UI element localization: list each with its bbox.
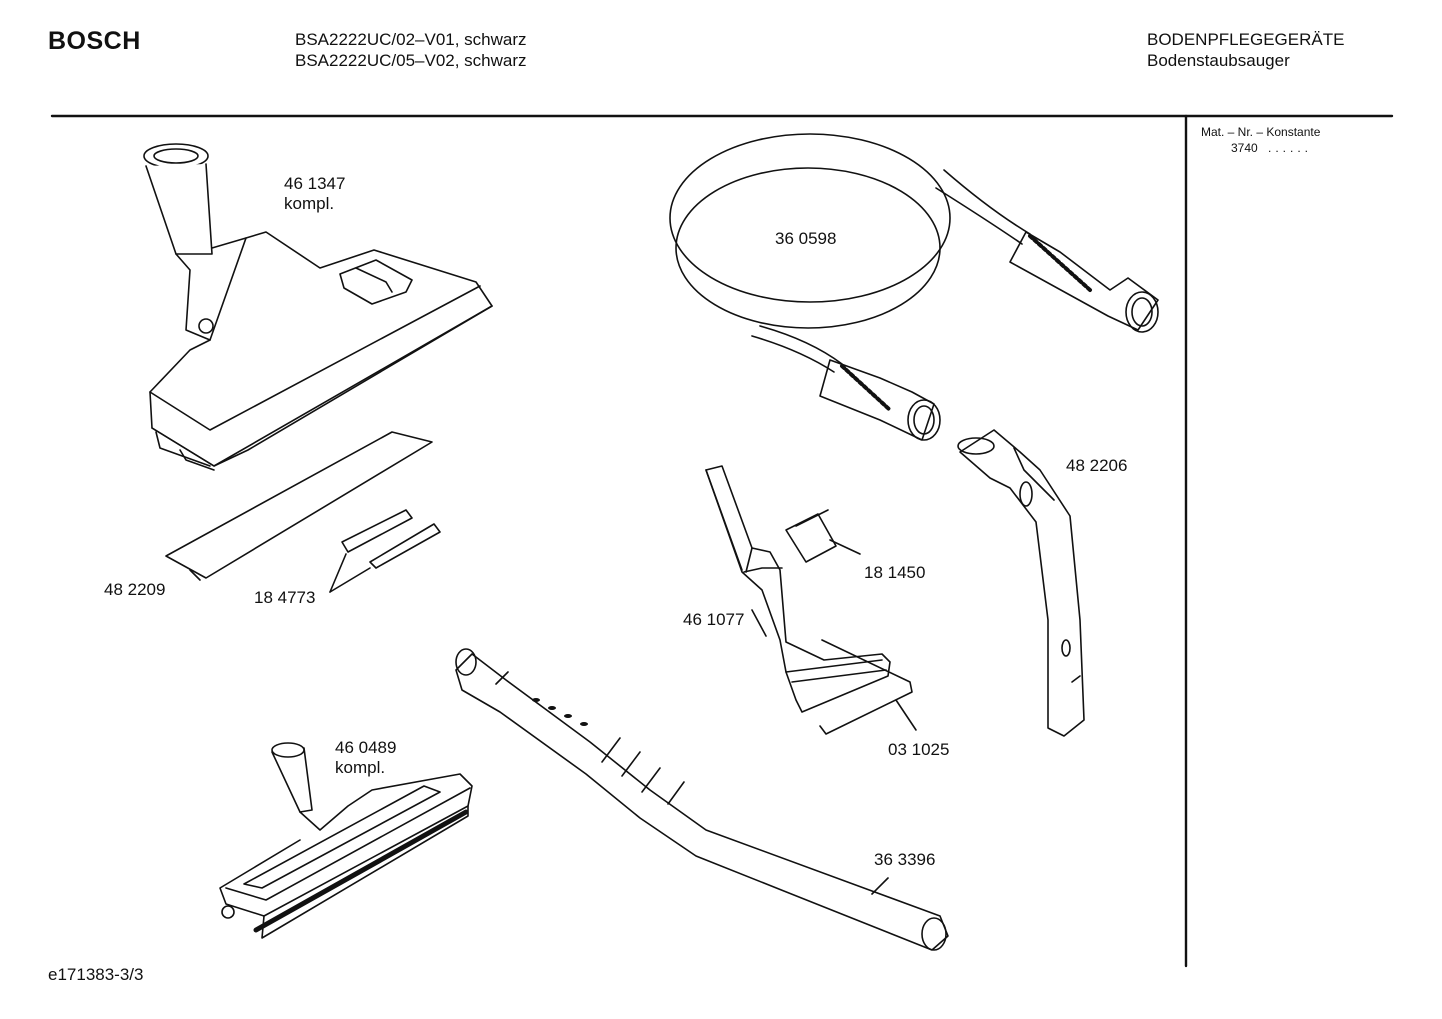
leader-181450 xyxy=(829,539,861,555)
telescopic-tube-icon xyxy=(455,648,949,951)
category-title: BODENPFLEGEGERÄTE xyxy=(1147,30,1345,49)
part-label-031025: 03 1025 xyxy=(888,740,950,759)
mat-nr-value: 3740 xyxy=(1231,141,1258,155)
mat-nr-dots: ...... xyxy=(1268,141,1313,155)
leader-482209 xyxy=(189,569,201,581)
leader-461077 xyxy=(751,609,767,637)
part-label-184773: 18 4773 xyxy=(254,588,316,607)
floor-nozzle-strips-icon xyxy=(165,431,441,593)
subcategory-title: Bodenstaubsauger xyxy=(1147,51,1290,70)
brand-logo: BOSCH xyxy=(48,27,141,55)
part-label-363396: 36 3396 xyxy=(874,850,936,869)
part-label-461077: 46 1077 xyxy=(683,610,745,629)
parquet-nozzle-icon xyxy=(219,742,473,939)
part-label-461347: 46 1347 kompl. xyxy=(284,174,346,213)
part-label-360598: 36 0598 xyxy=(775,229,837,248)
part-label-482206: 48 2206 xyxy=(1066,456,1128,475)
floor-nozzle-icon xyxy=(143,143,493,471)
drawing-code: e171383-3/3 xyxy=(48,965,144,984)
upholstery-tool-icon xyxy=(705,465,913,735)
part-label-181450: 18 1450 xyxy=(864,563,926,582)
model-line-1: BSA2222UC/02–V01, schwarz xyxy=(295,30,527,49)
mat-nr-label: Mat. – Nr. – Konstante xyxy=(1201,125,1321,139)
part-label-460489: 46 0489 kompl. xyxy=(335,738,397,777)
leader-031025 xyxy=(895,699,917,731)
model-line-2: BSA2222UC/05–V02, schwarz xyxy=(295,51,527,70)
hose-icon xyxy=(669,133,1159,441)
part-label-482209: 48 2209 xyxy=(104,580,166,599)
handle-tube-icon xyxy=(957,429,1085,737)
